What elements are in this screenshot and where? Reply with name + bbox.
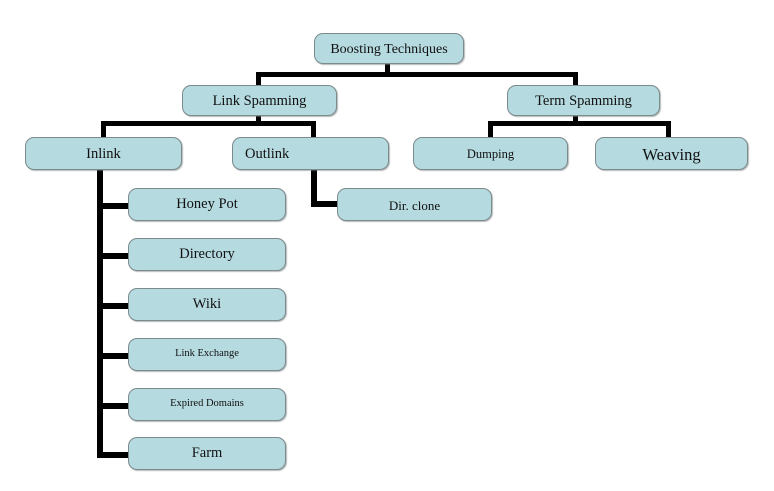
connector-inlink-to-wiki xyxy=(97,303,132,309)
node-outlink[interactable]: Outlink xyxy=(232,137,389,170)
node-label: Farm xyxy=(191,445,223,461)
node-label: Dumping xyxy=(466,147,515,161)
node-inlink[interactable]: Inlink xyxy=(25,137,182,170)
connector-inlink-to-directory xyxy=(97,253,132,259)
connector-to-link-spamming xyxy=(256,72,261,86)
node-label: Dir. clone xyxy=(388,198,441,213)
connector-inlink-to-honey-pot xyxy=(97,203,132,209)
connector-inlink-to-farm xyxy=(97,452,132,458)
connector-to-inlink xyxy=(101,121,106,138)
connector-inlink-spine xyxy=(97,170,103,456)
node-boosting-techniques[interactable]: Boosting Techniques xyxy=(314,33,464,64)
connector-to-dumping xyxy=(488,121,493,138)
node-link-exchange[interactable]: Link Exchange xyxy=(128,338,286,371)
connector-term-spamming-stem xyxy=(573,113,578,125)
connector-term-spamming-bus xyxy=(488,121,671,126)
node-label: Directory xyxy=(179,246,235,262)
node-weaving[interactable]: Weaving xyxy=(595,137,748,170)
node-label: Term Spamming xyxy=(535,93,632,109)
connector-link-spamming-bus xyxy=(101,121,316,126)
connector-to-outlink xyxy=(311,121,316,138)
node-wiki[interactable]: Wiki xyxy=(128,288,286,321)
node-link-spamming[interactable]: Link Spamming xyxy=(182,85,337,116)
connector-to-term-spamming xyxy=(573,72,578,86)
node-expired-domains[interactable]: Expired Domains xyxy=(128,388,286,421)
node-label: Weaving xyxy=(642,145,701,164)
node-label: Expired Domains xyxy=(170,398,244,409)
connector-inlink-to-expired-domains xyxy=(97,403,132,409)
connector-root-stem xyxy=(385,62,390,76)
node-label: Link Exchange xyxy=(175,348,239,359)
connector-root-bus xyxy=(256,72,578,77)
node-label: Inlink xyxy=(86,146,121,162)
node-directory[interactable]: Directory xyxy=(128,238,286,271)
node-label: Boosting Techniques xyxy=(330,42,448,57)
node-label: Link Spamming xyxy=(212,93,307,109)
node-farm[interactable]: Farm xyxy=(128,437,286,470)
node-label: Wiki xyxy=(192,296,222,312)
node-honey-pot[interactable]: Honey Pot xyxy=(128,188,286,221)
connector-link-spamming-stem xyxy=(256,113,261,125)
node-dir-clone[interactable]: Dir. clone xyxy=(337,188,492,221)
connector-outlink-stem xyxy=(311,170,317,206)
connector-inlink-to-link-exchange xyxy=(97,353,132,359)
node-term-spamming[interactable]: Term Spamming xyxy=(507,85,660,116)
node-label: Honey Pot xyxy=(176,196,238,212)
connector-to-weaving xyxy=(666,121,671,138)
node-label: Outlink xyxy=(245,146,290,162)
node-dumping[interactable]: Dumping xyxy=(413,137,568,170)
connector-outlink-to-dir-clone xyxy=(311,201,346,207)
